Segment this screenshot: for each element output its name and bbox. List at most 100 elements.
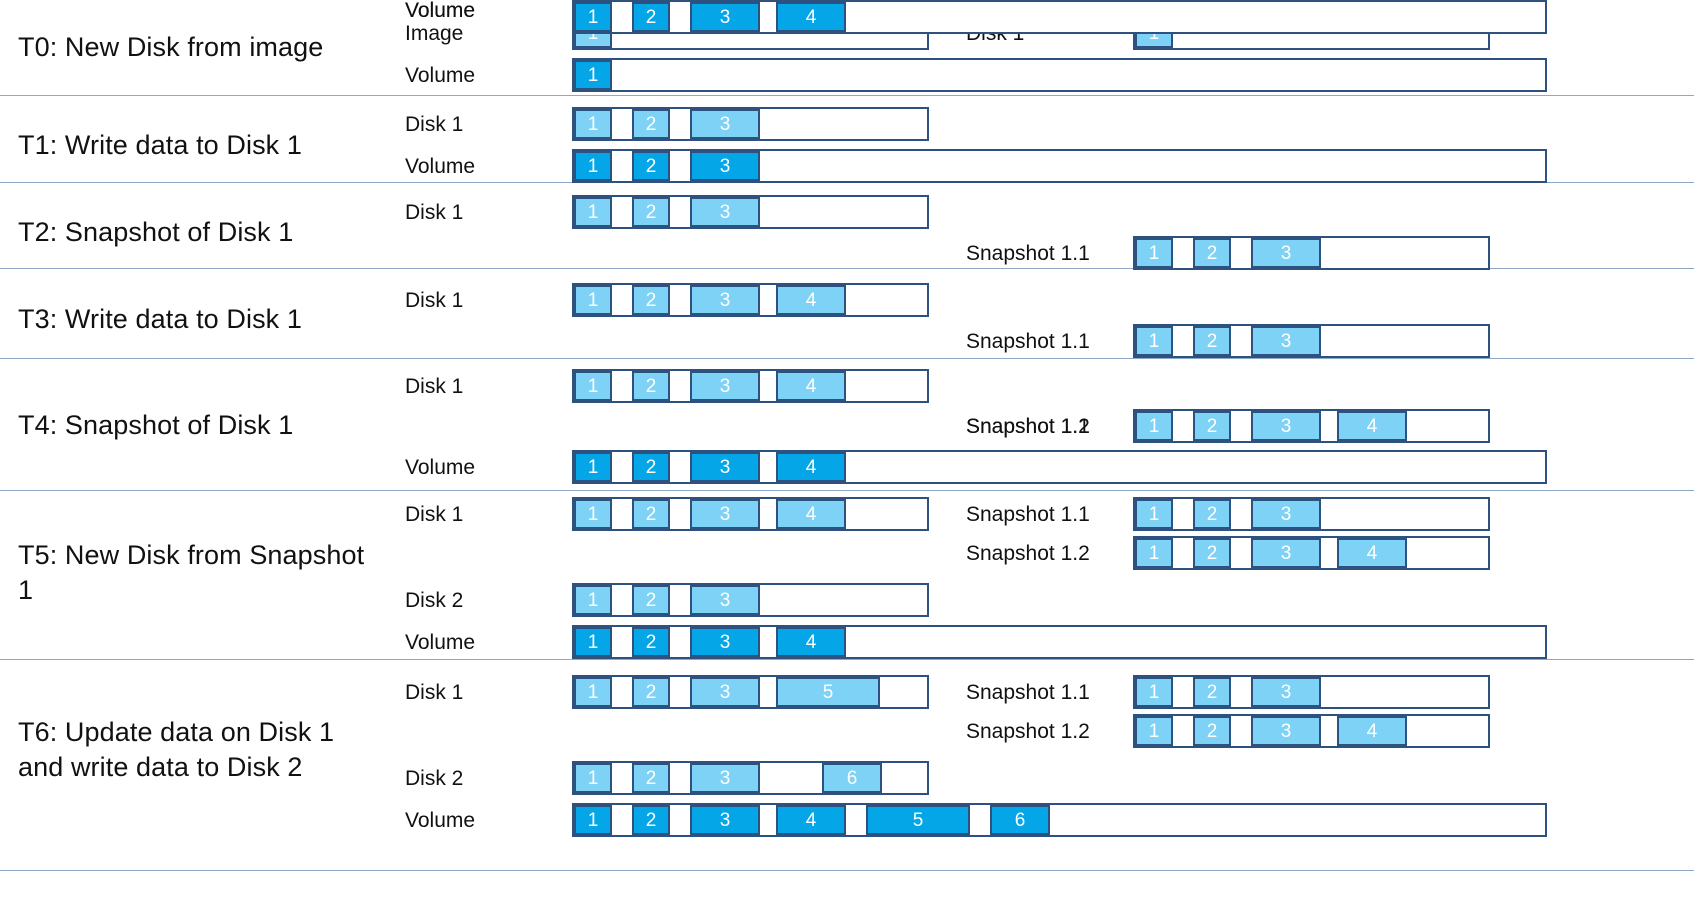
data-block: 2 bbox=[632, 151, 670, 181]
step-label-t2: T2: Snapshot of Disk 1 bbox=[18, 217, 294, 247]
data-block: 2 bbox=[632, 763, 670, 793]
data-block: 2 bbox=[632, 2, 670, 32]
data-block: 3 bbox=[690, 371, 760, 401]
data-block: 1 bbox=[574, 285, 612, 315]
row-label-image: Image bbox=[405, 22, 464, 45]
data-block: 4 bbox=[1337, 538, 1407, 568]
row-label-volume: Volume bbox=[405, 631, 476, 654]
data-block: 5 bbox=[776, 677, 880, 707]
data-block: 3 bbox=[690, 627, 760, 657]
data-block: 2 bbox=[632, 371, 670, 401]
data-block: 1 bbox=[574, 452, 612, 482]
data-block: 3 bbox=[690, 763, 760, 793]
row-separator-5 bbox=[0, 659, 1694, 660]
data-block: 1 bbox=[574, 151, 612, 181]
data-block: 4 bbox=[776, 2, 846, 32]
data-block: 3 bbox=[690, 805, 760, 835]
row-label-volume: Volume bbox=[405, 155, 476, 178]
row-separator-3 bbox=[0, 358, 1694, 359]
data-block: 1 bbox=[1135, 716, 1173, 746]
data-block: 2 bbox=[1193, 677, 1231, 707]
data-block: 2 bbox=[632, 109, 670, 139]
data-block: 4 bbox=[776, 805, 846, 835]
row-separator-0 bbox=[0, 95, 1694, 96]
data-block: 1 bbox=[574, 60, 612, 90]
row-separator-6 bbox=[0, 870, 1694, 871]
row-label-disk-1: Disk 1 bbox=[405, 681, 464, 704]
data-block: 3 bbox=[1251, 499, 1321, 529]
row-label-disk-2: Disk 2 bbox=[405, 589, 464, 612]
row-label-volume: Volume bbox=[405, 0, 476, 22]
row-label-disk-1: Disk 1 bbox=[405, 113, 464, 136]
data-block: 2 bbox=[1193, 538, 1231, 568]
row-label-volume: Volume bbox=[405, 0, 476, 22]
row-label-snapshot-1-2: Snapshot 1.2 bbox=[966, 415, 1090, 438]
data-block: 6 bbox=[990, 805, 1050, 835]
data-block: 3 bbox=[690, 452, 760, 482]
data-block: 3 bbox=[1251, 677, 1321, 707]
data-block: 4 bbox=[776, 371, 846, 401]
data-block: 3 bbox=[690, 197, 760, 227]
data-block: 3 bbox=[690, 2, 760, 32]
data-block: 1 bbox=[574, 763, 612, 793]
data-block: 3 bbox=[1251, 238, 1321, 268]
step-label-t0: T0: New Disk from image bbox=[18, 32, 324, 62]
data-block: 2 bbox=[1193, 499, 1231, 529]
data-block: 1 bbox=[574, 677, 612, 707]
data-block: 3 bbox=[690, 151, 760, 181]
row-label-snapshot-1-1: Snapshot 1.1 bbox=[966, 330, 1090, 353]
data-block: 1 bbox=[1135, 238, 1173, 268]
data-block: 1 bbox=[574, 499, 612, 529]
row-label-disk-2: Disk 2 bbox=[405, 767, 464, 790]
data-block: 1 bbox=[574, 585, 612, 615]
row-label-snapshot-1-2: Snapshot 1.2 bbox=[966, 720, 1090, 743]
row-label-snapshot-1-1: Snapshot 1.1 bbox=[966, 415, 1090, 438]
data-block: 1 bbox=[574, 627, 612, 657]
data-block: 4 bbox=[1337, 716, 1407, 746]
data-block: 4 bbox=[1337, 411, 1407, 441]
data-block: 3 bbox=[1251, 326, 1321, 356]
data-block: 2 bbox=[632, 677, 670, 707]
row-label-snapshot-1-1: Snapshot 1.1 bbox=[966, 242, 1090, 265]
row-label-disk-1: Disk 1 bbox=[405, 289, 464, 312]
row-label-snapshot-1-1: Snapshot 1.1 bbox=[966, 681, 1090, 704]
data-block: 6 bbox=[822, 763, 882, 793]
data-block: 1 bbox=[574, 371, 612, 401]
data-block: 3 bbox=[1251, 411, 1321, 441]
row-separator-2 bbox=[0, 268, 1694, 269]
data-block: 2 bbox=[632, 285, 670, 315]
data-block: 1 bbox=[574, 109, 612, 139]
data-block: 4 bbox=[776, 285, 846, 315]
data-block: 3 bbox=[690, 499, 760, 529]
row-label-disk-1: Disk 1 bbox=[405, 503, 464, 526]
data-block: 2 bbox=[1193, 326, 1231, 356]
step-label-t5: T5: New Disk from Snapshot 1 bbox=[18, 540, 365, 605]
data-block: 4 bbox=[776, 627, 846, 657]
data-block: 2 bbox=[1193, 238, 1231, 268]
data-block: 2 bbox=[632, 197, 670, 227]
data-block: 4 bbox=[776, 499, 846, 529]
capacity-bar: 1 bbox=[572, 58, 1547, 92]
data-block: 1 bbox=[574, 2, 612, 32]
row-label-volume: Volume bbox=[405, 809, 476, 832]
row-label-disk-1: Disk 1 bbox=[405, 375, 464, 398]
row-label-volume: Volume bbox=[405, 64, 476, 87]
